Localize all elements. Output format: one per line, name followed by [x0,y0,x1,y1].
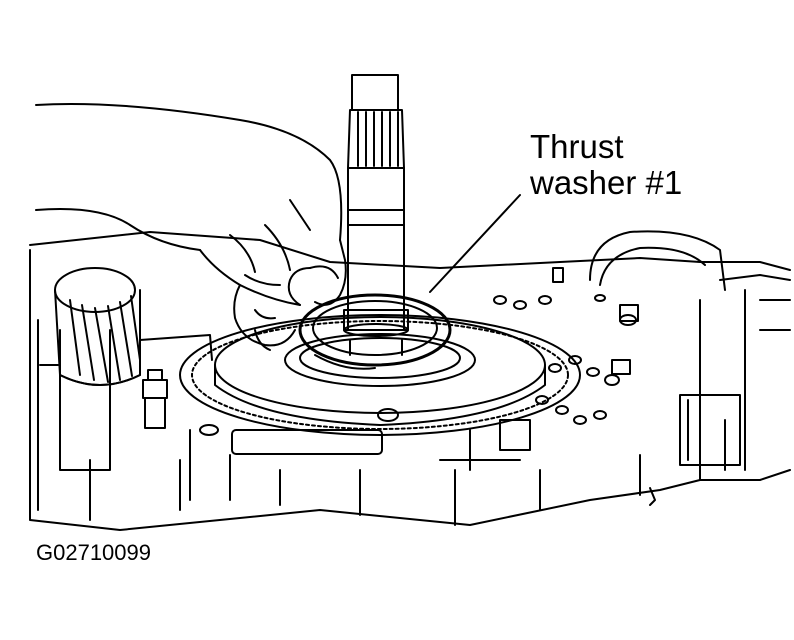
ring-gear [180,315,580,435]
callout-label-line-2: washer #1 [530,164,683,201]
thrust-washer [300,295,450,369]
oil-passages [190,420,530,500]
figure-code: G02710099 [36,540,151,565]
callout-leader-line [430,195,520,292]
helical-gear [40,268,212,385]
case-bolts [143,268,638,428]
transmission-case [30,232,790,530]
technician-hand [36,104,346,350]
flange-bolt-holes [200,295,636,435]
side-housing [590,231,740,465]
input-shaft [344,75,408,355]
stator-disk [215,317,545,425]
callout-label-line-1: Thrust [530,128,624,165]
